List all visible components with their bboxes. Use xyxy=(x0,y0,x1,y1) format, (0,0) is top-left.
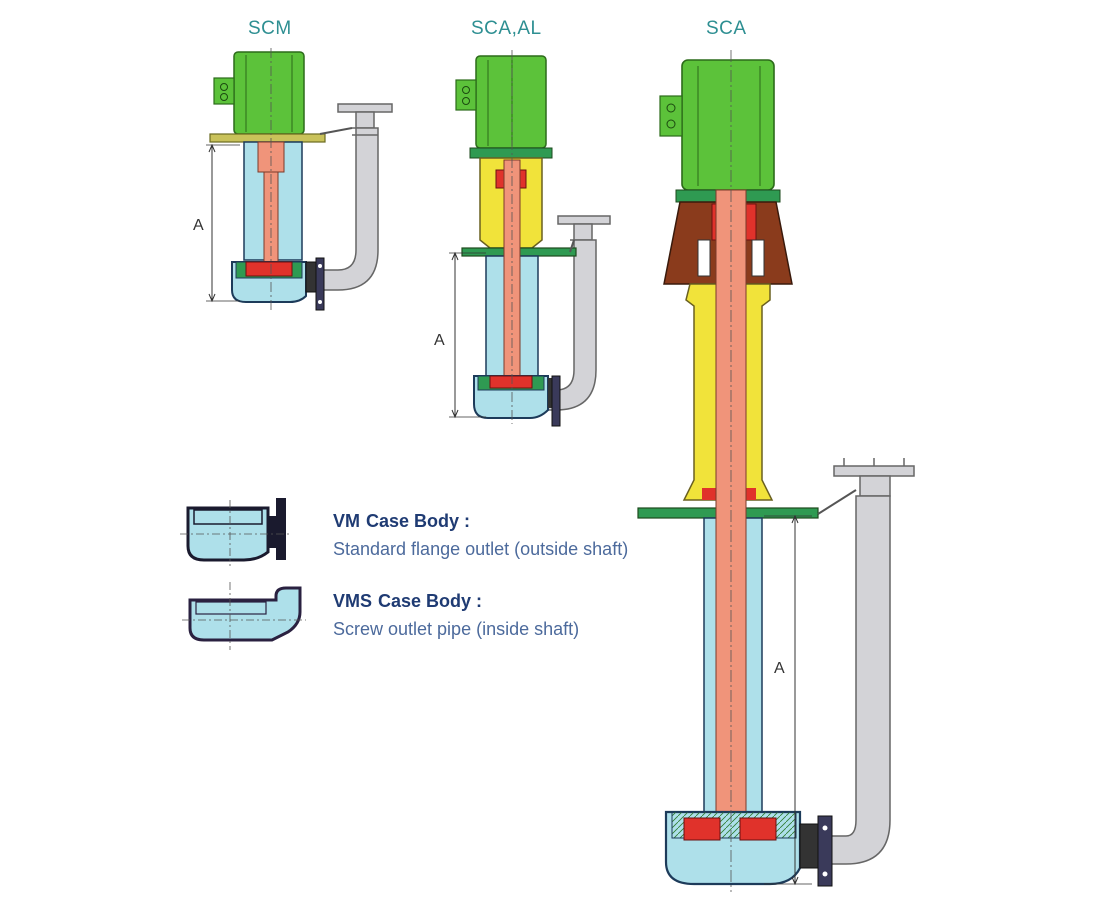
sca-al-dimension-label: A xyxy=(434,332,445,349)
scm-dimension-label: A xyxy=(193,217,204,234)
scm-pump: A xyxy=(193,48,393,311)
scm-dimension-a: A xyxy=(193,143,240,303)
sca-outlet-flange xyxy=(817,815,833,887)
model-title-scm: SCM xyxy=(248,18,292,39)
sca-pump: A xyxy=(637,50,915,892)
sca-al-dimension-a: A xyxy=(434,251,486,419)
scm-base-plate xyxy=(209,133,326,143)
model-title-sca-al: SCA,AL xyxy=(471,18,542,39)
sca-dimension-a: A xyxy=(764,514,812,886)
scm-motor xyxy=(213,51,305,135)
sca-dimension-label: A xyxy=(774,660,785,677)
sca-al-motor xyxy=(455,55,547,149)
vms-code: VMS xyxy=(333,591,373,611)
sca-al-impeller xyxy=(489,375,533,389)
sca-motor xyxy=(659,59,775,191)
vms-case-body-description: Screw outlet pipe (inside shaft) xyxy=(333,619,580,639)
vm-case-body-description: Standard flange outlet (outside shaft) xyxy=(333,539,629,559)
vm-code: VM xyxy=(333,511,360,531)
model-title-sca: SCA xyxy=(706,18,747,39)
vms-case-body-drawing xyxy=(182,582,306,650)
sca-discharge-pipe xyxy=(829,458,915,865)
vm-case-body-title: VM Case Body : xyxy=(333,511,470,532)
vm-case-body-drawing xyxy=(180,498,292,566)
scm-impeller xyxy=(245,261,293,277)
vm-title-text: Case Body : xyxy=(366,511,471,531)
sca-al-pump: A xyxy=(434,50,611,427)
vms-title-text: Case Body : xyxy=(378,591,483,611)
